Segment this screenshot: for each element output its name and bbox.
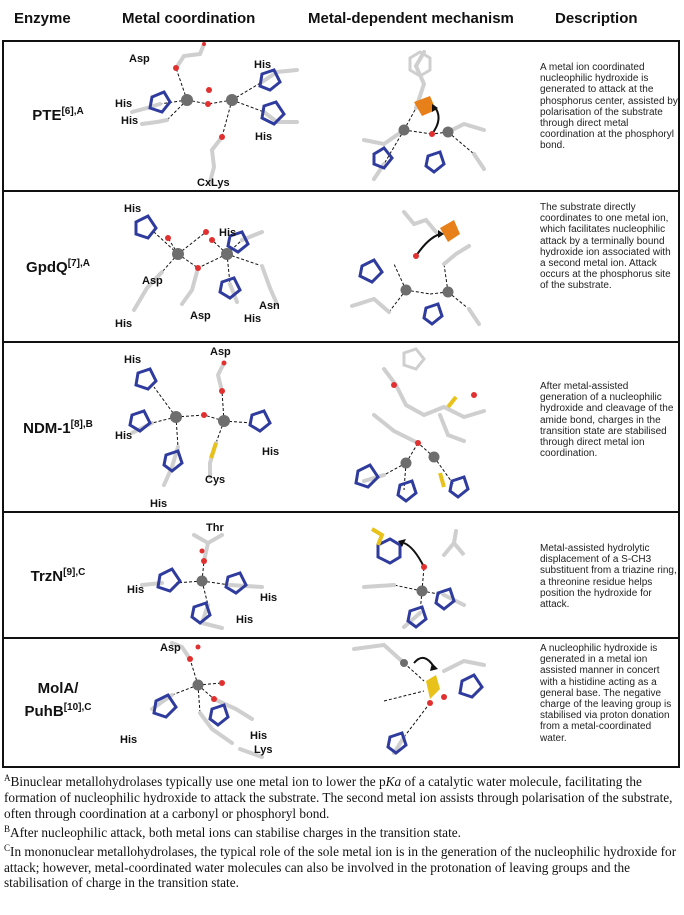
coordination-structure-gpdq: His His Asp His Asp Asn His <box>115 203 280 330</box>
label-his: His <box>236 614 253 626</box>
mechanism-structure-mola-puhb <box>352 642 486 755</box>
label-asn: Asn <box>259 300 280 312</box>
label-asp: Asp <box>142 275 163 287</box>
description-gpdq: The substrate directly coordinates to on… <box>540 202 671 292</box>
coordination-structure-mola-puhb: Asp His His Lys <box>120 641 273 759</box>
label-cys: Cys <box>205 474 225 486</box>
coordination-structure-trzn: Thr His His His <box>127 522 277 630</box>
label-lys: Lys <box>254 744 273 756</box>
description-pte: A metal ion coordinated nucleophilic hyd… <box>540 62 678 152</box>
enzyme-name-pte: PTE[6],A <box>32 106 84 124</box>
label-asp: Asp <box>190 310 211 322</box>
row-ndm1: NDM-1[8],B His Asp His His Cys His <box>2 341 680 513</box>
header-description: Description <box>555 10 638 27</box>
mechanism-structure-gpdq <box>350 210 481 326</box>
label-asp: Asp <box>160 642 181 654</box>
label-his: His <box>250 730 267 742</box>
label-his: His <box>124 203 141 215</box>
enzyme-table: Enzyme Metal coordination Metal-dependen… <box>2 0 680 768</box>
label-his: His <box>244 313 261 325</box>
label-cxlys: CxLys <box>197 177 230 189</box>
header-enzyme: Enzyme <box>14 10 71 27</box>
label-his: His <box>115 98 132 110</box>
footnote-b: BAfter nucleophilic attack, both metal i… <box>4 823 461 840</box>
header-metal-coordination: Metal coordination <box>122 10 256 27</box>
mechanism-structure-pte <box>362 50 486 181</box>
description-ndm1: After metal-assisted generation of a nuc… <box>540 381 674 460</box>
footnotes: ABinuclear metallohydrolases typically u… <box>4 771 680 891</box>
enzyme-name-ndm1: NDM-1[8],B <box>23 419 93 437</box>
label-thr: Thr <box>206 522 224 534</box>
description-trzn: Metal-assisted hydrolytic displacement o… <box>540 543 677 611</box>
row-trzn: TrzN[9],C Thr His His His <box>2 511 680 639</box>
label-his: His <box>124 354 141 366</box>
label-his: His <box>260 592 277 604</box>
enzyme-name-gpdq: GpdQ[7],A <box>26 258 90 276</box>
description-mola-puhb: A nucleophilic hydroxide is generated in… <box>540 643 672 744</box>
label-asp: Asp <box>210 346 231 358</box>
label-his: His <box>120 734 137 746</box>
footnote-a: ABinuclear metallohydrolases typically u… <box>4 773 673 821</box>
coordination-structure-pte: Asp His His His His CxLys <box>115 42 299 189</box>
row-mola-puhb: MolA/PuhB[10],C Asp His His Lys <box>2 637 680 768</box>
header-mechanism: Metal-dependent mechanism <box>308 10 514 27</box>
enzyme-name-trzn: TrzN[9],C <box>30 567 86 585</box>
label-his: His <box>255 131 272 143</box>
table-header: Enzyme Metal coordination Metal-dependen… <box>2 0 680 42</box>
label-his: His <box>115 318 132 330</box>
label-his: His <box>219 227 236 239</box>
label-his: His <box>127 584 144 596</box>
label-his: His <box>262 446 279 458</box>
label-his: His <box>115 430 132 442</box>
mechanism-structure-trzn <box>362 527 466 629</box>
coordination-structure-ndm1: His Asp His His Cys His <box>115 346 279 510</box>
footnote-c: CIn mononuclear metallohydrolases, the t… <box>4 842 677 891</box>
row-pte: PTE[6],A Asp His His His His CxLys <box>2 40 680 192</box>
label-his: His <box>150 498 167 510</box>
row-gpdq: GpdQ[7],A His His Asp His Asp Asn His <box>2 190 680 343</box>
mechanism-structure-ndm1 <box>354 347 486 503</box>
label-his: His <box>121 115 138 127</box>
label-asp: Asp <box>129 53 150 65</box>
enzyme-name-mola-puhb: MolA/PuhB[10],C <box>24 680 92 720</box>
label-his: His <box>254 59 271 71</box>
